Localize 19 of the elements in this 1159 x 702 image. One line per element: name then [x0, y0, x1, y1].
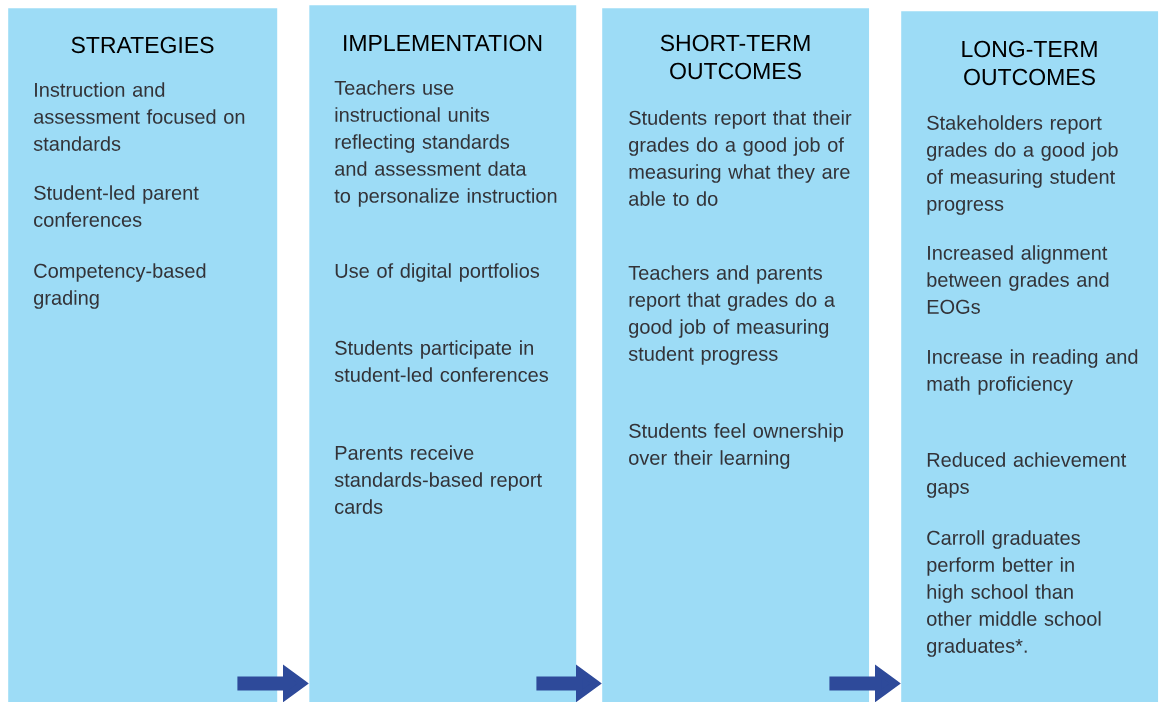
item-text: Student-led parent conferences [34, 185, 199, 227]
item-text: Reduced achievement gaps [927, 452, 1127, 498]
column-heading: SHORT-TERM OUTCOMES [660, 34, 810, 80]
item-text: Use of digital portfolios [335, 263, 540, 282]
item-text: Students report that their grades do a good job of measuring what they are able to do [629, 110, 852, 206]
item-text: Stakeholders report grades do a good job of measuring student progress [927, 115, 1118, 215]
item-text: Students feel ownership over their learning [629, 423, 843, 469]
item-text: Instruction and assessment focused on standards [33, 82, 245, 151]
item-text: Increased alignment between grades and EOGs [927, 245, 1109, 314]
item-text: Competency-based grading [34, 263, 206, 309]
column-heading: STRATEGIES [71, 36, 214, 54]
column-heading: IMPLEMENTATION [344, 34, 542, 52]
item-text: Parents receive standards-based report cards [334, 445, 542, 514]
item-text: Increase in reading and math proficiency [927, 349, 1138, 395]
item-text: Students participate in student-led conferences [334, 340, 548, 382]
item-text: Teachers use instructional units reflecting standards and assessment data to personalize instruction [334, 80, 557, 207]
item-text: Teachers and parents report that grades do a good job of measuring student progress [628, 265, 835, 365]
item-text: Carroll graduates perform better in high school than other middle school graduates*. [927, 530, 1101, 657]
column-heading: LONG-TERM OUTCOMES [962, 40, 1097, 86]
